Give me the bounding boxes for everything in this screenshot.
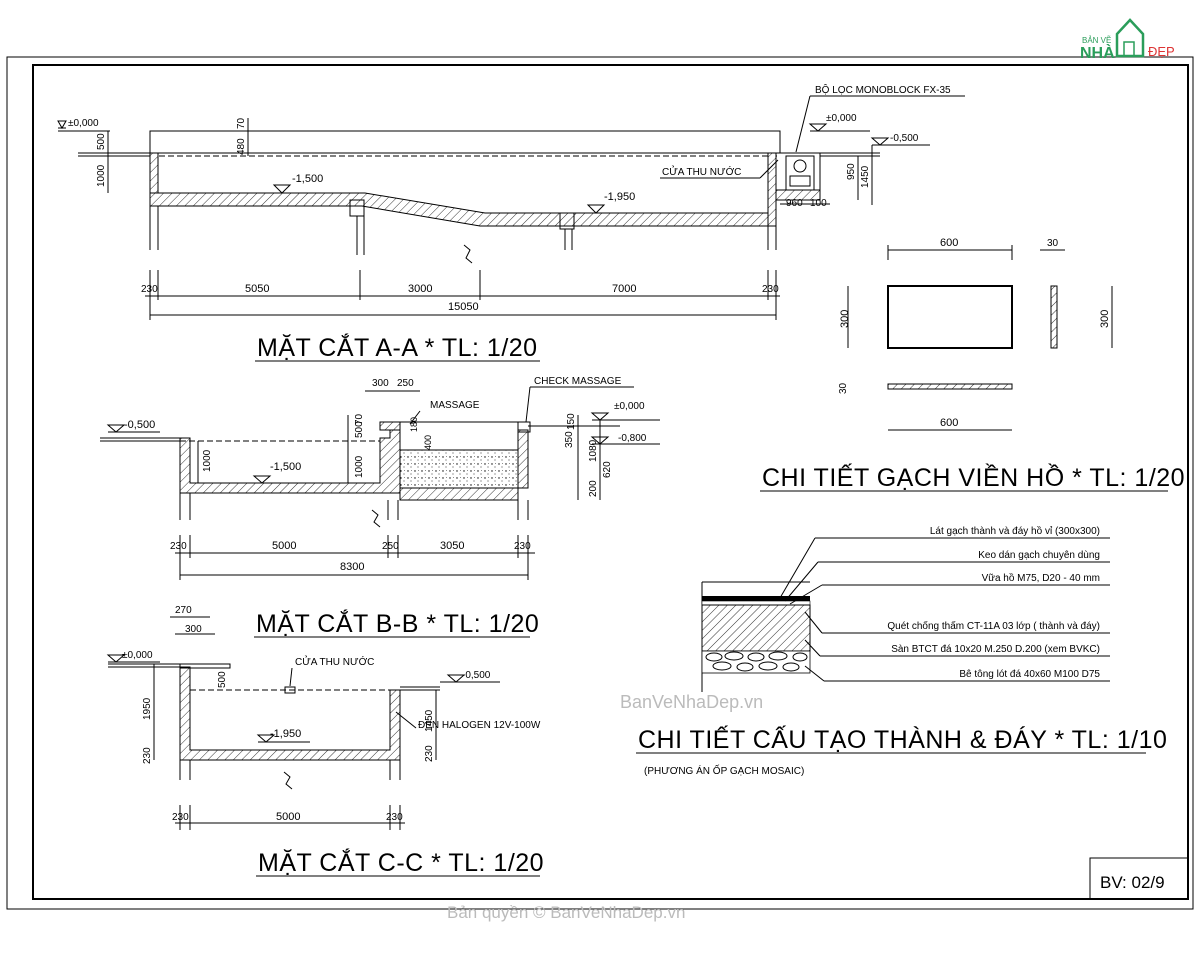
section-bb: -0,500 -1,500 ±0,000 -0,800 MASSAGE CHEC… bbox=[100, 376, 660, 638]
layer-label: Lát gạch thành và đáy hồ vỉ (300x300) bbox=[930, 525, 1100, 537]
svg-text:8300: 8300 bbox=[340, 561, 364, 573]
svg-text:100: 100 bbox=[810, 198, 827, 209]
svg-text:CỬA THU NƯỚC: CỬA THU NƯỚC bbox=[662, 165, 741, 178]
svg-text:CỬA THU NƯỚC: CỬA THU NƯỚC bbox=[295, 655, 374, 668]
svg-text:230: 230 bbox=[170, 541, 187, 552]
svg-text:1000: 1000 bbox=[354, 455, 365, 478]
svg-text:ĐẸP: ĐẸP bbox=[1148, 44, 1175, 59]
layer-label: Bê tông lót đá 40x60 M100 D75 bbox=[959, 669, 1100, 680]
svg-text:7000: 7000 bbox=[612, 283, 636, 295]
house-icon bbox=[1115, 18, 1145, 58]
svg-text:±0,000: ±0,000 bbox=[68, 118, 99, 129]
edge-tile-detail: 600 30 300 300 30 600 CHI TIẾT GẠCH VIỀN… bbox=[760, 237, 1185, 492]
svg-text:-1,500: -1,500 bbox=[292, 173, 323, 185]
layer-label: Quét chống thấm CT-11A 03 lớp ( thành và… bbox=[887, 620, 1100, 632]
svg-text:150: 150 bbox=[566, 413, 577, 430]
svg-text:±0,000: ±0,000 bbox=[826, 113, 857, 124]
tile-face bbox=[887, 285, 1013, 349]
svg-text:1450: 1450 bbox=[424, 709, 435, 732]
svg-text:230: 230 bbox=[172, 812, 189, 823]
svg-text:-1,950: -1,950 bbox=[604, 191, 635, 203]
svg-text:600: 600 bbox=[940, 237, 958, 249]
svg-text:180: 180 bbox=[409, 417, 419, 432]
svg-text:1450: 1450 bbox=[860, 165, 871, 188]
svg-text:400: 400 bbox=[423, 435, 433, 450]
svg-text:1000: 1000 bbox=[202, 449, 213, 472]
svg-text:3000: 3000 bbox=[408, 283, 432, 295]
svg-text:950: 950 bbox=[846, 163, 857, 180]
svg-text:300: 300 bbox=[1099, 310, 1111, 328]
svg-text:960: 960 bbox=[786, 198, 803, 209]
svg-text:230: 230 bbox=[514, 541, 531, 552]
svg-text:1080: 1080 bbox=[588, 439, 599, 462]
svg-text:-0,500: -0,500 bbox=[124, 419, 155, 431]
watermark: BanVeNhaDep.vn bbox=[620, 692, 763, 712]
svg-text:350: 350 bbox=[564, 431, 575, 448]
site-logo: BẢN VẼ NHÀ ĐẸP bbox=[1080, 18, 1175, 62]
svg-text:15050: 15050 bbox=[448, 301, 479, 313]
svg-text:70: 70 bbox=[354, 413, 365, 425]
tile-profile bbox=[1050, 285, 1058, 349]
layer-label: Keo dán gạch chuyên dùng bbox=[978, 550, 1100, 561]
svg-text:5000: 5000 bbox=[272, 540, 296, 552]
svg-text:3050: 3050 bbox=[440, 540, 464, 552]
svg-text:230: 230 bbox=[386, 812, 403, 823]
svg-text:BỘ LỌC MONOBLOCK FX-35: BỘ LỌC MONOBLOCK FX-35 bbox=[815, 83, 951, 96]
svg-text:-0,800: -0,800 bbox=[618, 433, 647, 444]
svg-text:±0,000: ±0,000 bbox=[122, 650, 153, 661]
svg-text:-0,500: -0,500 bbox=[890, 133, 919, 144]
svg-text:230: 230 bbox=[141, 284, 158, 295]
section-cc: ±0,000 -0,500 -1,950 CỬA THU NƯỚC ĐÈN HA… bbox=[106, 605, 544, 877]
svg-text:±0,000: ±0,000 bbox=[614, 401, 645, 412]
svg-text:1000: 1000 bbox=[96, 164, 107, 187]
svg-text:-1,950: -1,950 bbox=[270, 728, 301, 740]
svg-text:MASSAGE: MASSAGE bbox=[430, 400, 480, 411]
svg-text:5000: 5000 bbox=[276, 811, 300, 823]
svg-text:230: 230 bbox=[762, 284, 779, 295]
svg-text:ĐÈN HALOGEN 12V-100W: ĐÈN HALOGEN 12V-100W bbox=[418, 718, 541, 731]
svg-text:200: 200 bbox=[588, 480, 599, 497]
section-bb-title: MẶT CẮT B-B * TL: 1/20 bbox=[256, 608, 539, 638]
svg-text:270: 270 bbox=[175, 605, 192, 616]
section-aa-title: MẶT CẮT A-A * TL: 1/20 bbox=[257, 332, 538, 362]
wall-floor-detail: Lát gạch thành và đáy hồ vỉ (300x300) Ke… bbox=[636, 525, 1167, 777]
sheet-number: BV: 02/9 bbox=[1100, 873, 1165, 892]
svg-text:300: 300 bbox=[372, 378, 389, 389]
sheet-number-box bbox=[1089, 857, 1189, 900]
section-cc-title: MẶT CẮT C-C * TL: 1/20 bbox=[258, 847, 544, 877]
edge-tile-title: CHI TIẾT GẠCH VIỀN HỒ * TL: 1/20 bbox=[762, 462, 1185, 492]
section-aa: ±0,000 -1,500 -1,950 ±0,000 -0,500 BỘ LỌ… bbox=[57, 83, 965, 362]
svg-text:500: 500 bbox=[217, 671, 228, 688]
svg-text:230: 230 bbox=[424, 745, 435, 762]
svg-text:-1,500: -1,500 bbox=[270, 461, 301, 473]
svg-text:5050: 5050 bbox=[245, 283, 269, 295]
svg-text:30: 30 bbox=[838, 382, 849, 394]
wall-floor-title: CHI TIẾT CẤU TẠO THÀNH & ĐÁY * TL: 1/10 bbox=[638, 725, 1167, 754]
svg-text:300: 300 bbox=[839, 310, 851, 328]
svg-text:500: 500 bbox=[96, 133, 107, 150]
svg-text:250: 250 bbox=[382, 541, 399, 552]
svg-text:CHECK MASSAGE: CHECK MASSAGE bbox=[534, 376, 622, 387]
svg-text:1950: 1950 bbox=[142, 697, 153, 720]
inner-border bbox=[32, 64, 1189, 900]
layer-label: Vữa hồ M75, D20 - 40 mm bbox=[982, 572, 1100, 584]
wall-floor-subtitle: (PHƯƠNG ÁN ỐP GẠCH MOSAIC) bbox=[644, 763, 804, 777]
svg-text:620: 620 bbox=[602, 461, 613, 478]
svg-text:NHÀ: NHÀ bbox=[1080, 43, 1115, 62]
svg-text:30: 30 bbox=[1047, 238, 1059, 249]
svg-text:600: 600 bbox=[940, 417, 958, 429]
copyright: Bản quyền © BanVeNhaDep.vn bbox=[447, 903, 685, 922]
svg-text:-0,500: -0,500 bbox=[462, 670, 491, 681]
svg-text:250: 250 bbox=[397, 378, 414, 389]
svg-text:500: 500 bbox=[354, 421, 365, 438]
svg-text:230: 230 bbox=[142, 747, 153, 764]
svg-text:BẢN VẼ: BẢN VẼ bbox=[1082, 36, 1111, 45]
svg-text:70: 70 bbox=[236, 117, 247, 129]
layer-label: Sàn BTCT đá 10x20 M.250 D.200 (xem BVKC) bbox=[891, 644, 1100, 655]
outer-border bbox=[6, 56, 1194, 910]
svg-text:480: 480 bbox=[236, 138, 247, 155]
svg-text:300: 300 bbox=[185, 624, 202, 635]
